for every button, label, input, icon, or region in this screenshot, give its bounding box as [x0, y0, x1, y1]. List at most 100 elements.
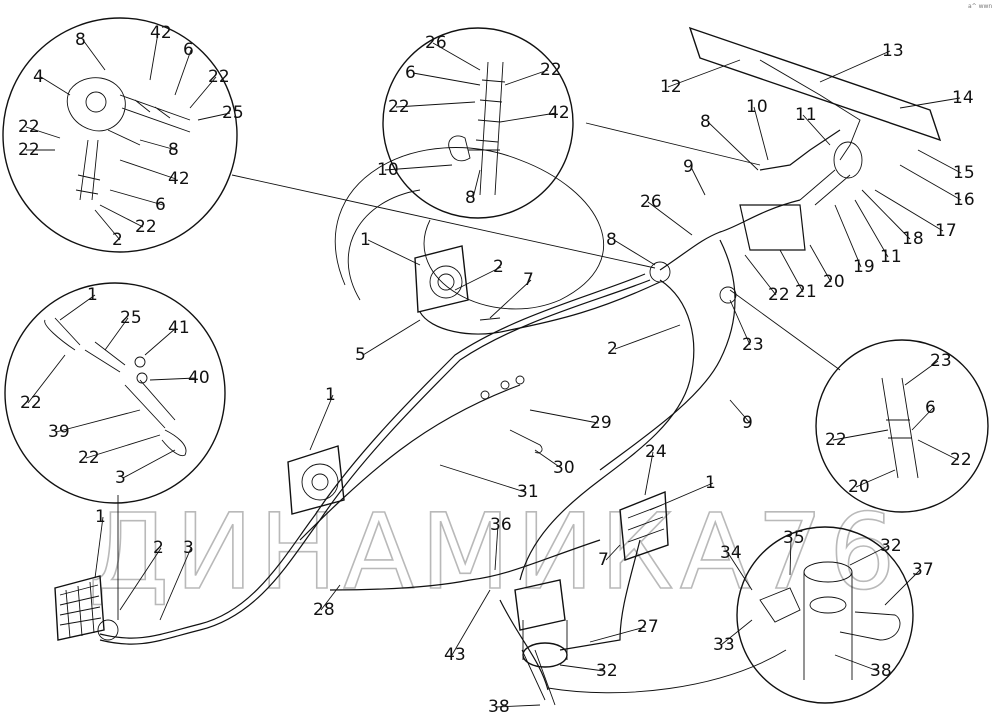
leader-line — [451, 589, 491, 656]
leader-line — [834, 654, 879, 672]
part-number-label: 43 — [444, 645, 466, 665]
part-number-label: 29 — [590, 413, 612, 433]
leader-line — [779, 249, 804, 293]
part-number-label: 6 — [405, 63, 416, 83]
leader-line — [917, 439, 959, 461]
part-number-label: 24 — [645, 442, 667, 462]
leader-line — [432, 42, 481, 71]
part-number-label: 1 — [87, 285, 98, 305]
leader-line — [729, 399, 751, 424]
part-number-label: 6 — [155, 195, 166, 215]
leader-line — [25, 126, 61, 139]
leader-line — [55, 409, 141, 433]
part-number-label: 25 — [120, 308, 142, 328]
pointer-line-5 — [547, 649, 787, 694]
part-number-label: 26 — [425, 33, 447, 53]
part-number-label: 10 — [746, 97, 768, 117]
part-number-label: 2 — [493, 257, 504, 277]
watermark-swirl — [334, 147, 605, 310]
part-number-label: 9 — [742, 413, 753, 433]
leader-line — [85, 434, 161, 459]
part-number-label: 23 — [930, 351, 952, 371]
part-number-label: 14 — [952, 88, 974, 108]
leader-line — [320, 584, 341, 611]
leader-line — [884, 569, 921, 606]
part-number-label: 23 — [742, 335, 764, 355]
part-number-label: 8 — [168, 140, 179, 160]
part-number-label: 39 — [48, 422, 70, 442]
leader-line — [82, 39, 106, 71]
part-number-label: 26 — [640, 192, 662, 212]
part-number-label: 20 — [823, 272, 845, 292]
leader-line — [644, 451, 654, 496]
leader-line — [802, 114, 831, 146]
leader-line — [367, 239, 421, 266]
leader-line — [494, 524, 499, 571]
detail-circle-right — [815, 339, 989, 513]
leader-line — [809, 244, 832, 283]
leader-line — [690, 166, 706, 196]
leader-line — [744, 254, 777, 296]
leader-line — [309, 394, 334, 451]
part-number-label: 8 — [465, 188, 476, 208]
leader-line — [849, 545, 889, 566]
part-number-label: 2 — [112, 230, 123, 250]
part-number-label: 1 — [360, 230, 371, 250]
part-number-label: 22 — [540, 60, 562, 80]
leader-line — [122, 449, 176, 479]
part-number-label: 20 — [848, 477, 870, 497]
leader-line — [899, 97, 961, 109]
detail-circle-top-center — [382, 27, 574, 219]
part-number-label: 30 — [553, 458, 575, 478]
part-number-label: 41 — [168, 318, 190, 338]
part-number-label: 34 — [720, 543, 742, 563]
part-number-label: 13 — [882, 41, 904, 61]
part-number-label: 22 — [950, 450, 972, 470]
part-number-label: 11 — [880, 247, 902, 267]
leader-line — [495, 704, 541, 708]
part-number-label: 25 — [222, 103, 244, 123]
leader-line — [904, 360, 939, 386]
leader-line — [720, 619, 753, 646]
leader-line — [40, 76, 71, 96]
leader-line — [174, 49, 192, 96]
leader-line — [854, 199, 889, 258]
leader-line — [489, 279, 532, 319]
part-number-label: 6 — [925, 398, 936, 418]
part-number-label: 31 — [517, 482, 539, 502]
leader-line — [789, 537, 792, 576]
leader-line — [729, 299, 751, 346]
part-number-label: 11 — [795, 105, 817, 125]
part-number-label: 16 — [953, 190, 975, 210]
part-number-label: 22 — [18, 117, 40, 137]
leader-line — [861, 189, 911, 240]
leader-line — [94, 516, 104, 579]
heater-top — [414, 245, 469, 313]
leader-line — [149, 32, 159, 81]
leader-line — [189, 76, 217, 109]
part-number-label: 21 — [795, 282, 817, 302]
part-number-label: 37 — [912, 560, 934, 580]
part-number-label: 2 — [153, 538, 164, 558]
part-number-label: 32 — [880, 536, 902, 556]
leader-line — [649, 482, 714, 511]
part-number-label: 15 — [953, 163, 975, 183]
leader-line — [917, 149, 962, 174]
part-number-label: 42 — [150, 23, 172, 43]
corner-mark: a^ wwn — [968, 3, 992, 10]
part-number-label: 4 — [33, 67, 44, 87]
part-number-label: 8 — [75, 30, 86, 50]
leader-line — [647, 201, 693, 236]
leader-line — [911, 407, 934, 431]
part-number-label: 38 — [870, 661, 892, 681]
leader-line — [832, 429, 889, 441]
leader-line — [139, 139, 177, 151]
leader-line — [613, 239, 656, 266]
leader-line — [412, 72, 481, 86]
part-number-label: 22 — [20, 393, 42, 413]
leader-line — [149, 377, 197, 381]
part-number-label: 8 — [606, 230, 617, 250]
leader-line — [899, 164, 962, 201]
part-number-label: 27 — [637, 617, 659, 637]
leader-line — [99, 204, 144, 228]
